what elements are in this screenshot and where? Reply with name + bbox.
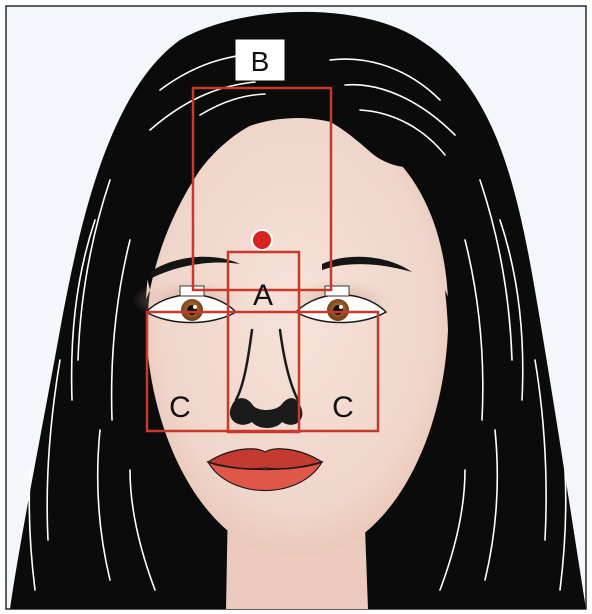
zone-c-right-label: C: [332, 391, 354, 424]
zone-c-left-label: C: [169, 391, 191, 424]
bindi: [252, 230, 272, 250]
zone-a-label: A: [253, 279, 273, 312]
zone-b-label: B: [251, 46, 270, 77]
